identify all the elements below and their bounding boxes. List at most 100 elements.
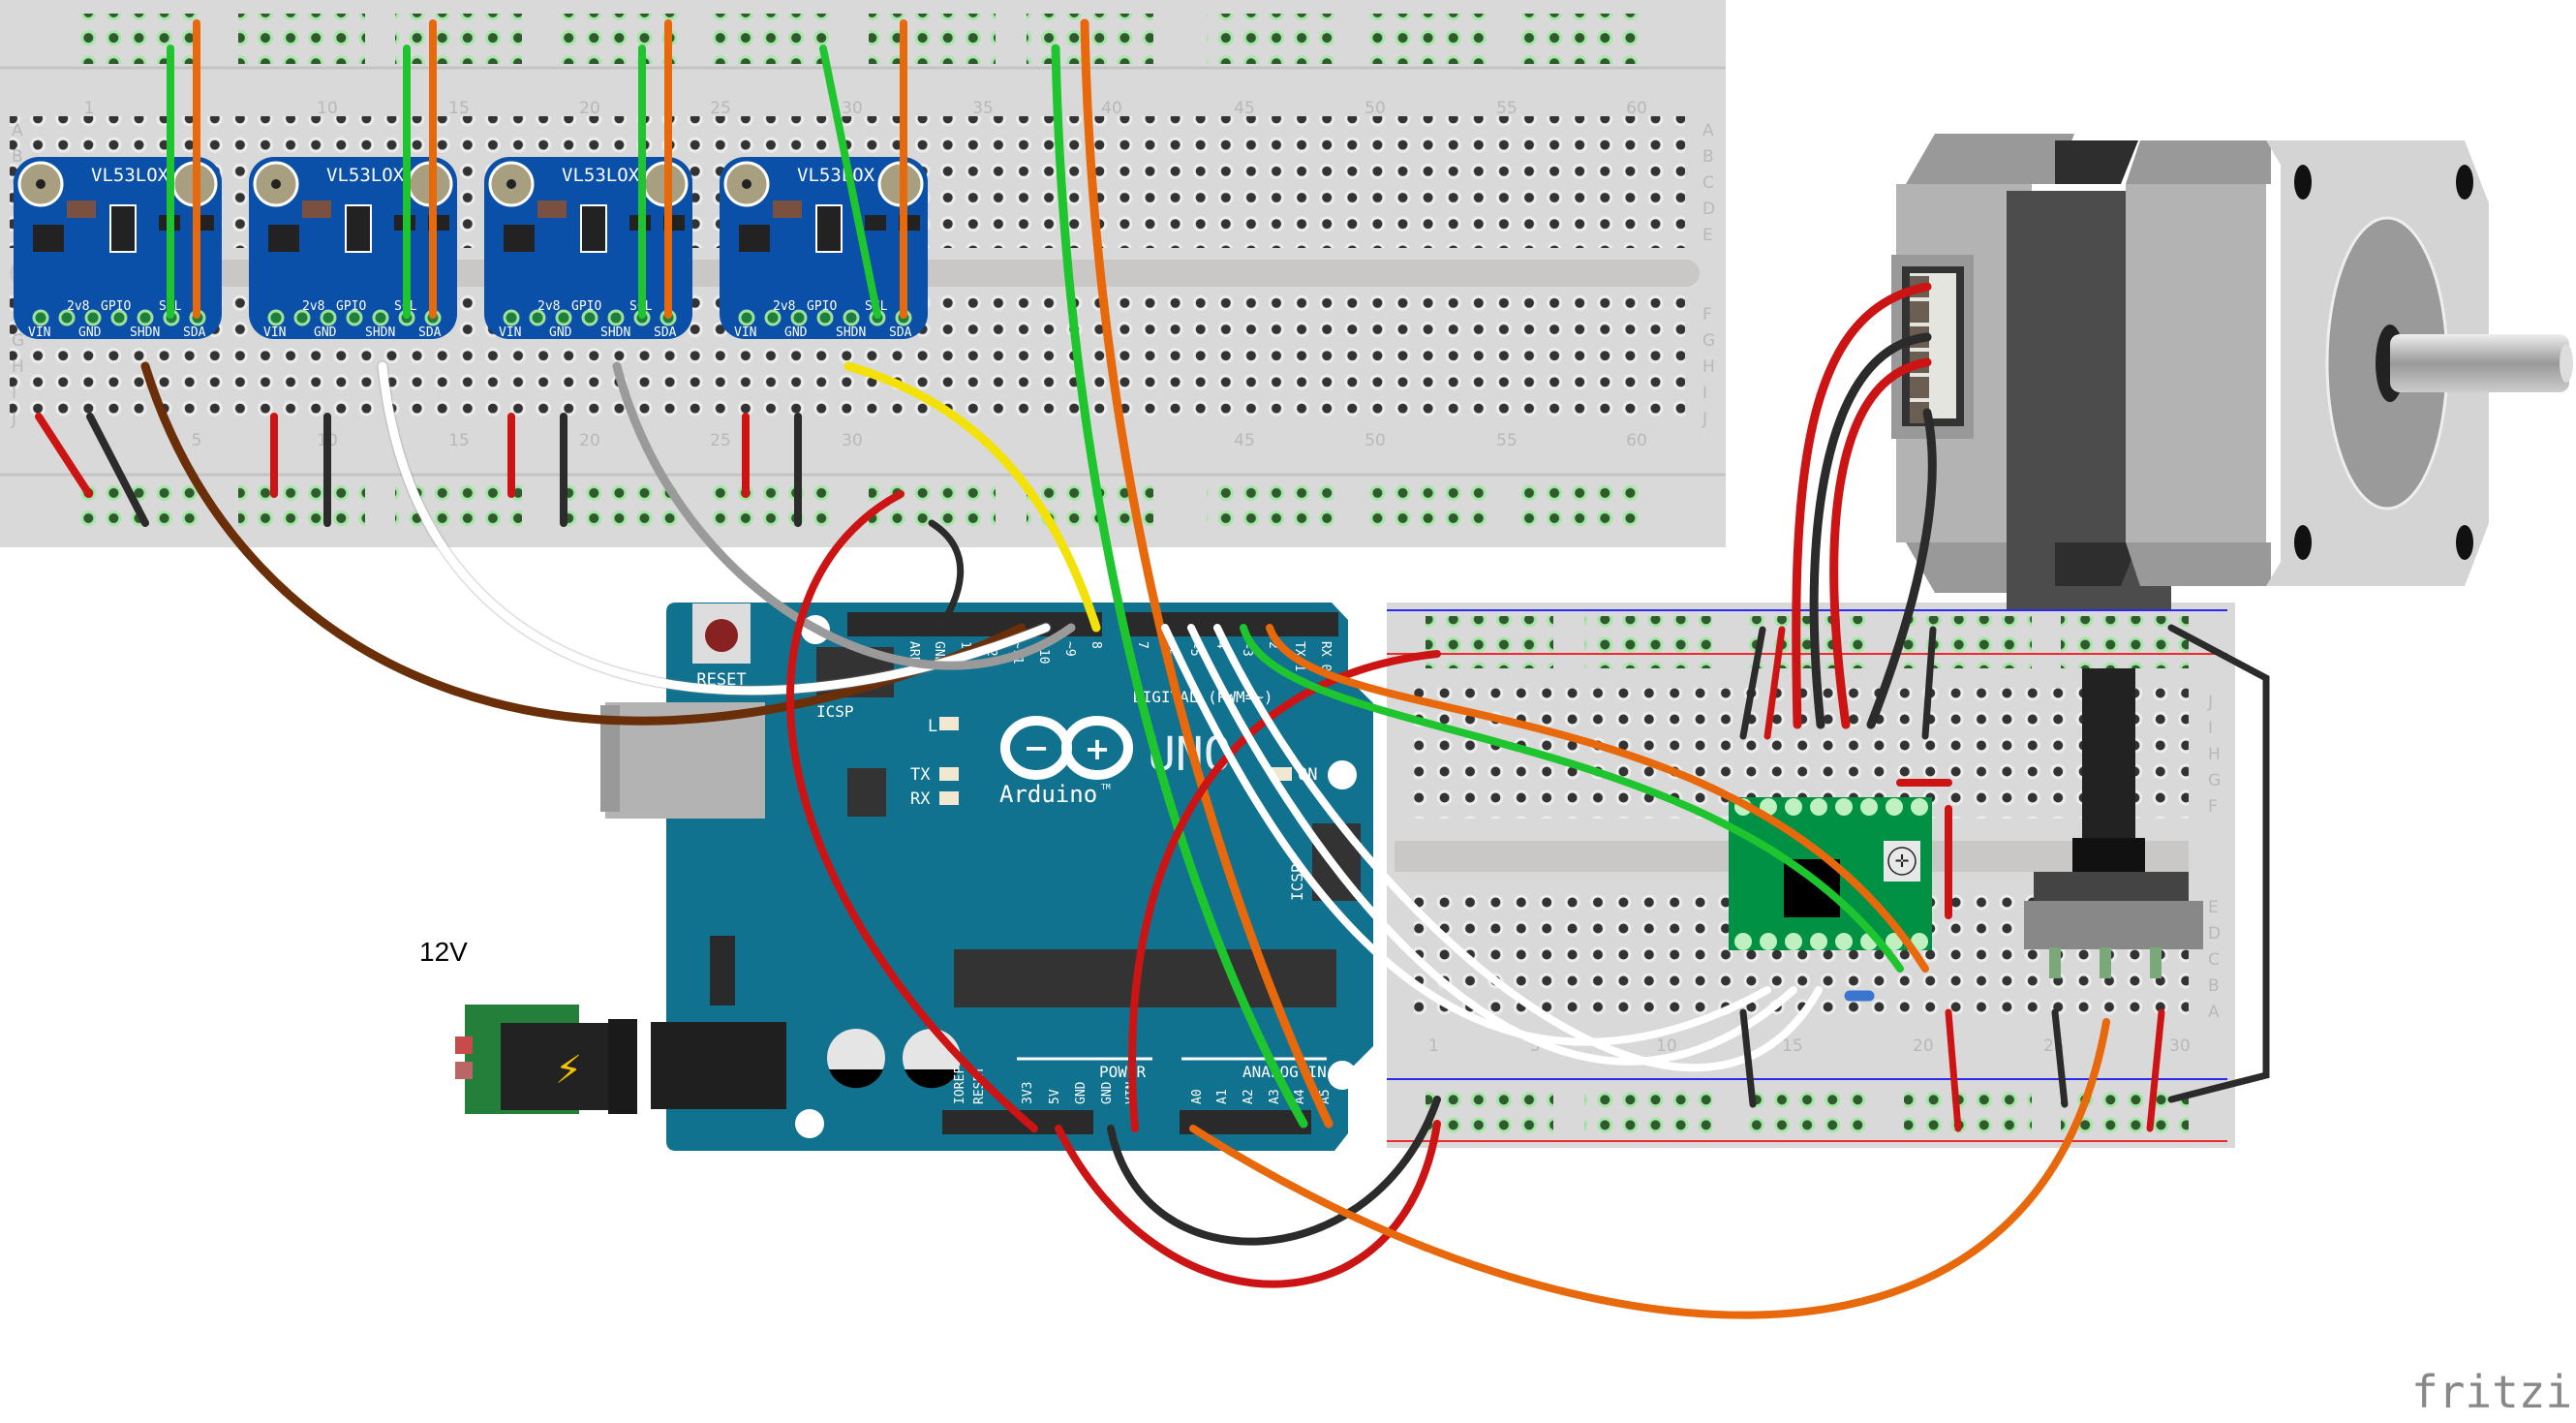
svg-text:10: 10 [317, 99, 338, 118]
wire-xshut-brown[interactable] [140, 361, 1027, 726]
wire-jumper-black[interactable] [1921, 626, 1937, 740]
svg-text:20: 20 [1913, 1036, 1934, 1056]
wire-dir[interactable] [1266, 624, 1929, 973]
svg-text:SHDN: SHDN [130, 325, 160, 340]
svg-text:B: B [12, 147, 23, 167]
svg-text:VIN: VIN [499, 325, 521, 340]
sensor-vl53l0x-3[interactable]: VL53LOX 2v8 GPIO SCL VIN GND SHDN SDA [484, 157, 692, 340]
wire-jumper-red[interactable] [2146, 1008, 2165, 1132]
wire-enable[interactable] [1161, 624, 1771, 1046]
svg-text:2v8: 2v8 [773, 299, 795, 314]
svg-text:A2: A2 [1242, 1089, 1256, 1104]
wire-gnd[interactable] [1107, 1096, 1441, 1246]
svg-text:POWER: POWER [1099, 1063, 1147, 1081]
bottom-bb-bottom-rail [1426, 1085, 2189, 1137]
wire-motor-b1[interactable] [1829, 357, 1932, 729]
svg-text:7: 7 [1135, 641, 1150, 649]
wire-ms2[interactable] [1213, 624, 1823, 1072]
wire-step[interactable] [1240, 624, 1904, 973]
svg-text:I: I [12, 384, 16, 403]
svg-text:C: C [2208, 950, 2220, 970]
wire-gnd-top[interactable] [928, 519, 965, 632]
wire-jumper-red[interactable] [35, 413, 93, 498]
svg-text:55: 55 [1496, 99, 1518, 118]
svg-text:VIN: VIN [28, 325, 50, 340]
wire-xshut-gray[interactable] [612, 361, 1076, 670]
wire-jumper-red[interactable] [1945, 1008, 1962, 1132]
svg-text:40: 40 [1101, 99, 1122, 118]
wire-motor-a2[interactable] [1809, 332, 1932, 729]
wire-rail-link[interactable] [2167, 624, 2270, 1103]
arduino-logo: − + [1000, 716, 1133, 780]
wire-sda-main[interactable] [1051, 44, 1308, 1129]
wire-jumper-red[interactable] [1763, 626, 1786, 740]
wire-motor-b2[interactable] [1866, 408, 1937, 729]
wire-jumper-black[interactable] [1739, 626, 1766, 740]
svg-text:RX 0: RX 0 [1318, 641, 1333, 671]
svg-text:5V: 5V [1048, 1089, 1062, 1104]
fritzing-watermark: fritzing [2411, 1366, 2576, 1418]
sensor-title: VL53LOX [326, 165, 405, 186]
svg-text:SHDN: SHDN [836, 325, 866, 340]
svg-text:+: + [1085, 730, 1111, 767]
svg-text:A: A [12, 121, 23, 140]
wire-jumper-black[interactable] [2051, 1008, 2069, 1108]
svg-text:J: J [11, 410, 16, 429]
svg-text:D: D [1702, 200, 1715, 219]
svg-text:E: E [1702, 226, 1713, 245]
svg-text:60: 60 [1626, 431, 1647, 450]
svg-text:VIN: VIN [734, 325, 756, 340]
svg-text:ANALOG IN: ANALOG IN [1242, 1063, 1327, 1081]
svg-text:15: 15 [448, 99, 470, 118]
wire-ms1[interactable] [1187, 624, 1797, 1066]
svg-text:5: 5 [1530, 1036, 1541, 1056]
wires[interactable] [35, 18, 2270, 1319]
sensor-title: VL53LOX [91, 165, 169, 186]
wire-xshut-white[interactable] [378, 361, 1051, 696]
svg-text:30: 30 [842, 99, 863, 118]
svg-text:25: 25 [710, 99, 731, 118]
svg-text:GPIO: GPIO [101, 299, 131, 314]
svg-text:H: H [2208, 745, 2221, 764]
dc-power-jack[interactable]: ⚡ [455, 1005, 637, 1114]
svg-text:G: G [2208, 771, 2221, 790]
svg-text:GPIO: GPIO [336, 299, 366, 314]
svg-text:VIN: VIN [263, 325, 286, 340]
svg-text:GND: GND [78, 325, 102, 340]
svg-text:3V3: 3V3 [1021, 1082, 1035, 1104]
svg-text:A3: A3 [1268, 1089, 1282, 1104]
svg-text:H: H [1702, 357, 1715, 377]
svg-text:30: 30 [842, 431, 863, 450]
wire-3v3[interactable] [785, 490, 1038, 1132]
stepper-motor[interactable] [1891, 134, 2573, 609]
svg-text:GND: GND [784, 325, 808, 340]
top-breadboard: 1 10 15 20 25 30 35 40 45 50 55 60 5 10 … [0, 0, 1726, 547]
svg-text:60: 60 [1626, 99, 1647, 118]
power-label: 12V [419, 937, 468, 967]
lightning-icon: ⚡ [555, 1048, 582, 1093]
motor-shaft [2390, 334, 2569, 392]
wire-vin[interactable] [1128, 650, 1441, 1132]
svg-text:2v8: 2v8 [537, 299, 560, 314]
stepper-driver-board[interactable]: ✛ [1729, 797, 1932, 950]
sensor-vl53l0x-1[interactable]: VL53LOX 2v8 GPIO SCL VIN GND SHDN SDA [14, 157, 222, 340]
svg-text:IOREF: IOREF [953, 1067, 967, 1104]
wire-a0-pot[interactable] [1189, 1018, 2110, 1319]
svg-text:15: 15 [1782, 1036, 1803, 1056]
wire-scl-4[interactable] [819, 45, 881, 319]
wire-jumper-black[interactable] [86, 413, 149, 527]
svg-text:C: C [1702, 173, 1714, 193]
analog-pin-labels: A0 A1 A2 A3 A4 A5 [1190, 1089, 1333, 1104]
wire-jumper-black[interactable] [1739, 1008, 1757, 1108]
arduino-uno-board[interactable]: RESET ICSP ICSP L TX RX ON − [600, 603, 1373, 1151]
sensor-vl53l0x-2[interactable]: VL53LOX 2v8 GPIO SCL VIN GND SHDN SDA [249, 157, 457, 340]
svg-text:J: J [2207, 693, 2213, 712]
potentiometer[interactable] [2024, 668, 2203, 978]
wire-scl-main[interactable] [1080, 18, 1334, 1129]
wire-motor-a1[interactable] [1792, 282, 1932, 729]
column-numbers-top: 1 10 15 20 25 30 35 40 45 50 55 60 [84, 99, 1647, 118]
sensor-vl53l0x-4[interactable]: VL53LOX 2v8 GPIO SCL VIN GND SHDN SDA [720, 157, 928, 340]
wire-5v[interactable] [1055, 1120, 1441, 1288]
wire-xshut-yellow[interactable] [843, 361, 1101, 633]
svg-text:A1: A1 [1215, 1089, 1230, 1104]
